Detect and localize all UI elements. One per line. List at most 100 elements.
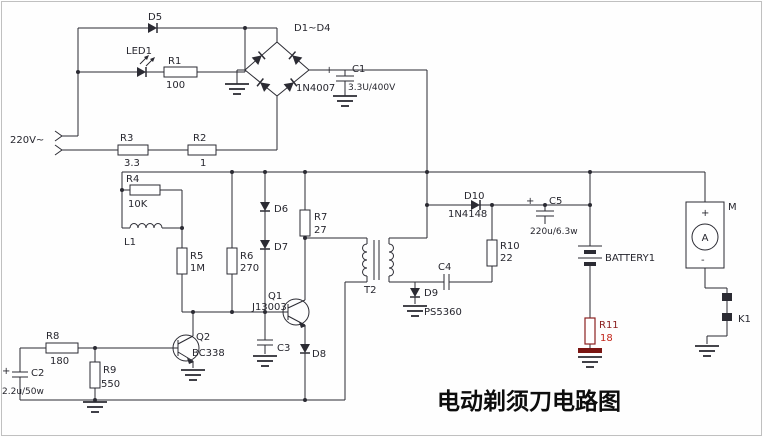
r5-label: R5 xyxy=(190,251,203,262)
resistor-r11 xyxy=(584,317,596,345)
r9-label: R9 xyxy=(103,365,116,376)
transformer-t2 xyxy=(362,240,394,280)
resistor-r3 xyxy=(117,144,149,156)
resistor-r6 xyxy=(226,247,238,275)
ground-symbol xyxy=(224,83,250,95)
r6-label: R6 xyxy=(240,251,253,262)
ground-symbol xyxy=(332,95,358,107)
c1-label: C1 xyxy=(352,64,365,75)
r1-value: 100 xyxy=(166,80,185,91)
battery-symbol xyxy=(578,245,602,266)
d5-label: D5 xyxy=(148,12,162,23)
led-led1 xyxy=(136,55,155,78)
r3-value: 3.3 xyxy=(124,158,140,169)
c2-polarity: + xyxy=(2,366,10,377)
ground-symbol xyxy=(577,356,603,368)
resistor-r2 xyxy=(187,144,217,156)
motor-minus: - xyxy=(701,255,705,266)
resistor-r4 xyxy=(129,184,161,196)
charger-wires xyxy=(427,172,591,350)
motor-label: M xyxy=(728,202,737,213)
c5-label: C5 xyxy=(549,196,562,207)
c5-value: 220u/6.3w xyxy=(530,227,578,237)
motor-section: M + A - K1 xyxy=(685,172,751,357)
ground-symbol xyxy=(180,369,206,381)
r8-label: R8 xyxy=(46,331,59,342)
switch-k1 xyxy=(722,293,732,321)
d7-label: D7 xyxy=(274,242,288,253)
diode-d7-icon xyxy=(259,239,271,250)
r8-value: 180 xyxy=(50,356,69,367)
mains-section: 220V~ R3 3.3 R2 1 xyxy=(10,130,277,169)
led1-label: LED1 xyxy=(126,46,152,57)
r11-value: 18 xyxy=(600,333,613,344)
resistor-r1 xyxy=(163,66,198,78)
d10-part: 1N4148 xyxy=(448,209,487,220)
diode-d9-icon xyxy=(409,287,421,298)
r9-value: 550 xyxy=(101,379,120,390)
schematic-title: 电动剃须刀电路图 xyxy=(437,388,621,415)
battery-label: BATTERY1 xyxy=(605,253,655,264)
d8-label: D8 xyxy=(312,349,326,360)
c2-label: C2 xyxy=(31,368,44,379)
c1-value: 3.3U/400V xyxy=(348,83,396,93)
r4-label: R4 xyxy=(126,174,139,185)
motor-plus: + xyxy=(701,208,709,219)
d6-label: D6 xyxy=(274,204,288,215)
motor-m xyxy=(685,201,725,269)
resistor-r8 xyxy=(45,342,79,354)
diode-d5-icon xyxy=(147,22,158,34)
control-wires xyxy=(19,171,705,401)
capacitor-c5 xyxy=(536,210,554,217)
r7-value: 27 xyxy=(314,225,327,236)
diode-d8-icon xyxy=(299,343,311,354)
c4-label: C4 xyxy=(438,262,451,273)
resistor-r7 xyxy=(299,209,311,237)
r6-value: 270 xyxy=(240,263,259,274)
c1-polarity: + xyxy=(325,65,333,76)
resistor-r9 xyxy=(89,361,101,389)
q2-part: BC338 xyxy=(192,348,225,359)
r10-value: 22 xyxy=(500,253,513,264)
charger-section: D10 1N4148 + C5 220u/6.3w BATTERY1 R11 1… xyxy=(427,172,655,368)
capacitor-c3 xyxy=(257,339,273,346)
r11-label: R11 xyxy=(599,320,619,331)
q1-label: Q1 xyxy=(268,291,282,302)
c2-value: 2.2u/50w xyxy=(2,387,44,397)
control-section: R4 10K L1 R5 1M R6 270 D6 D7 R7 27 Q1 J1… xyxy=(2,171,705,413)
r2-label: R2 xyxy=(193,133,206,144)
converter-wires xyxy=(305,70,493,400)
d10-label: D10 xyxy=(464,191,484,202)
resistor-r5 xyxy=(176,247,188,275)
r4-value: 10K xyxy=(128,199,148,210)
mains-wires xyxy=(54,130,277,156)
diode-d6-icon xyxy=(259,201,271,212)
transistor-q1 xyxy=(282,298,310,328)
motor-meter-label: A xyxy=(702,233,709,244)
r7-label: R7 xyxy=(314,212,327,223)
r1-label: R1 xyxy=(168,56,181,67)
motor-wires xyxy=(704,172,728,344)
bridge-part: 1N4007 xyxy=(296,83,335,94)
bridge-label: D1~D4 xyxy=(294,23,331,34)
resistor-r10 xyxy=(486,239,498,267)
r5-value: 1M xyxy=(190,263,205,274)
r3-label: R3 xyxy=(120,133,133,144)
l1-label: L1 xyxy=(124,237,136,248)
d9-part: PS5360 xyxy=(424,307,462,318)
bridge-rectifier xyxy=(250,50,304,93)
ground-symbol xyxy=(252,355,278,367)
capacitor-c2 xyxy=(12,371,28,378)
q2-label: Q2 xyxy=(196,332,210,343)
r2-value: 1 xyxy=(200,158,206,169)
capacitor-c4 xyxy=(443,274,450,290)
r10-label: R10 xyxy=(500,241,520,252)
c5-polarity: + xyxy=(526,196,534,207)
k1-label: K1 xyxy=(738,314,751,325)
d9-label: D9 xyxy=(424,288,438,299)
ground-symbol xyxy=(694,345,720,357)
c3-label: C3 xyxy=(277,343,290,354)
